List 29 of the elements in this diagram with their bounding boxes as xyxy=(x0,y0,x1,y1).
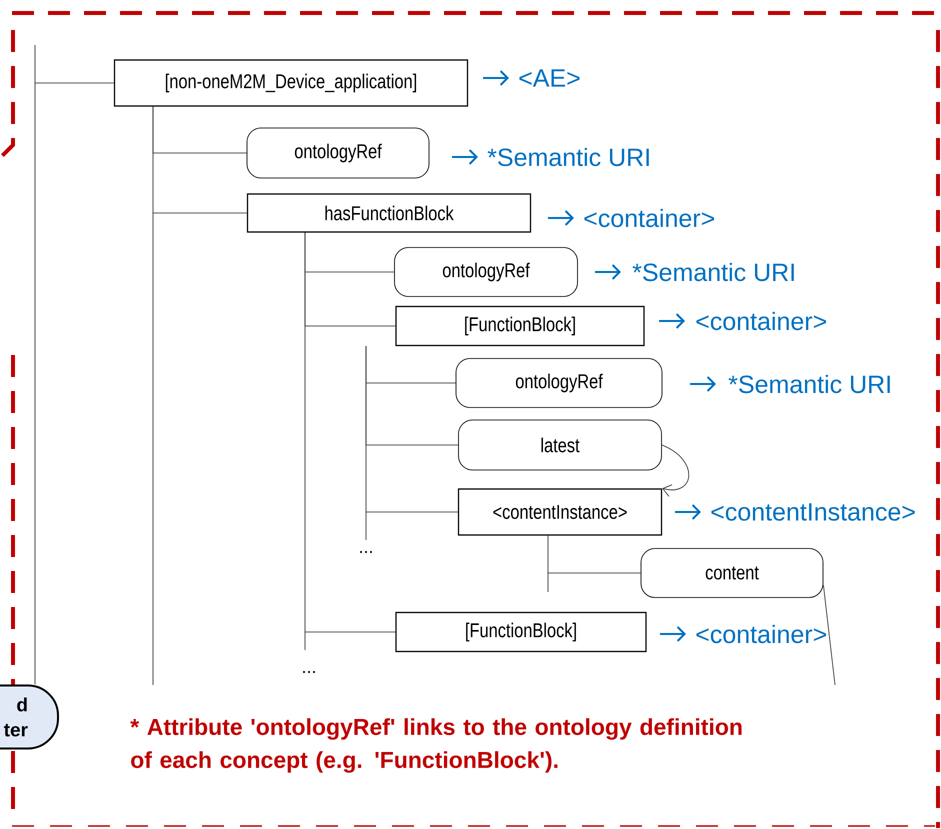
element-box: [non-oneM2M_Device_application] xyxy=(114,59,468,107)
mapping-label: *Semantic URI xyxy=(488,148,649,166)
attribute-box: ontologyRef xyxy=(246,128,430,178)
connector xyxy=(304,232,396,632)
connector xyxy=(662,444,690,497)
connector xyxy=(823,584,836,686)
mapping-label: *Semantic URI xyxy=(632,262,794,282)
mapping-label: <AE> xyxy=(519,69,580,87)
mapping-label: <container> xyxy=(584,208,714,228)
element-box: <contentInstance> xyxy=(458,488,662,536)
mapping-label: <container> xyxy=(696,312,826,330)
element-box: [FunctionBlock] xyxy=(395,612,647,652)
ellipsis-text: ... xyxy=(360,551,372,553)
element-box: hasFunctionBlock xyxy=(246,193,532,233)
element-box: [FunctionBlock] xyxy=(395,306,645,346)
connector xyxy=(152,106,248,214)
ellipsis-text: ... xyxy=(303,671,315,673)
footnote-text: * Attribute 'ontologyRef' links to the ontology definition of each concept (e.g. 'FunctionBlock'). xyxy=(130,718,742,773)
connector xyxy=(548,535,641,574)
attribute-box: latest xyxy=(458,420,662,470)
mapping-label: <container> xyxy=(696,624,826,644)
resource-pill: d ter xyxy=(0,684,59,750)
connector xyxy=(34,82,114,685)
connector xyxy=(366,346,458,512)
attribute-box: content xyxy=(640,548,824,598)
mapping-label: <contentInstance> xyxy=(711,503,915,521)
attribute-box: ontologyRef xyxy=(456,358,662,408)
attribute-box: ontologyRef xyxy=(394,247,578,297)
mapping-label: *Semantic URI xyxy=(728,374,890,394)
